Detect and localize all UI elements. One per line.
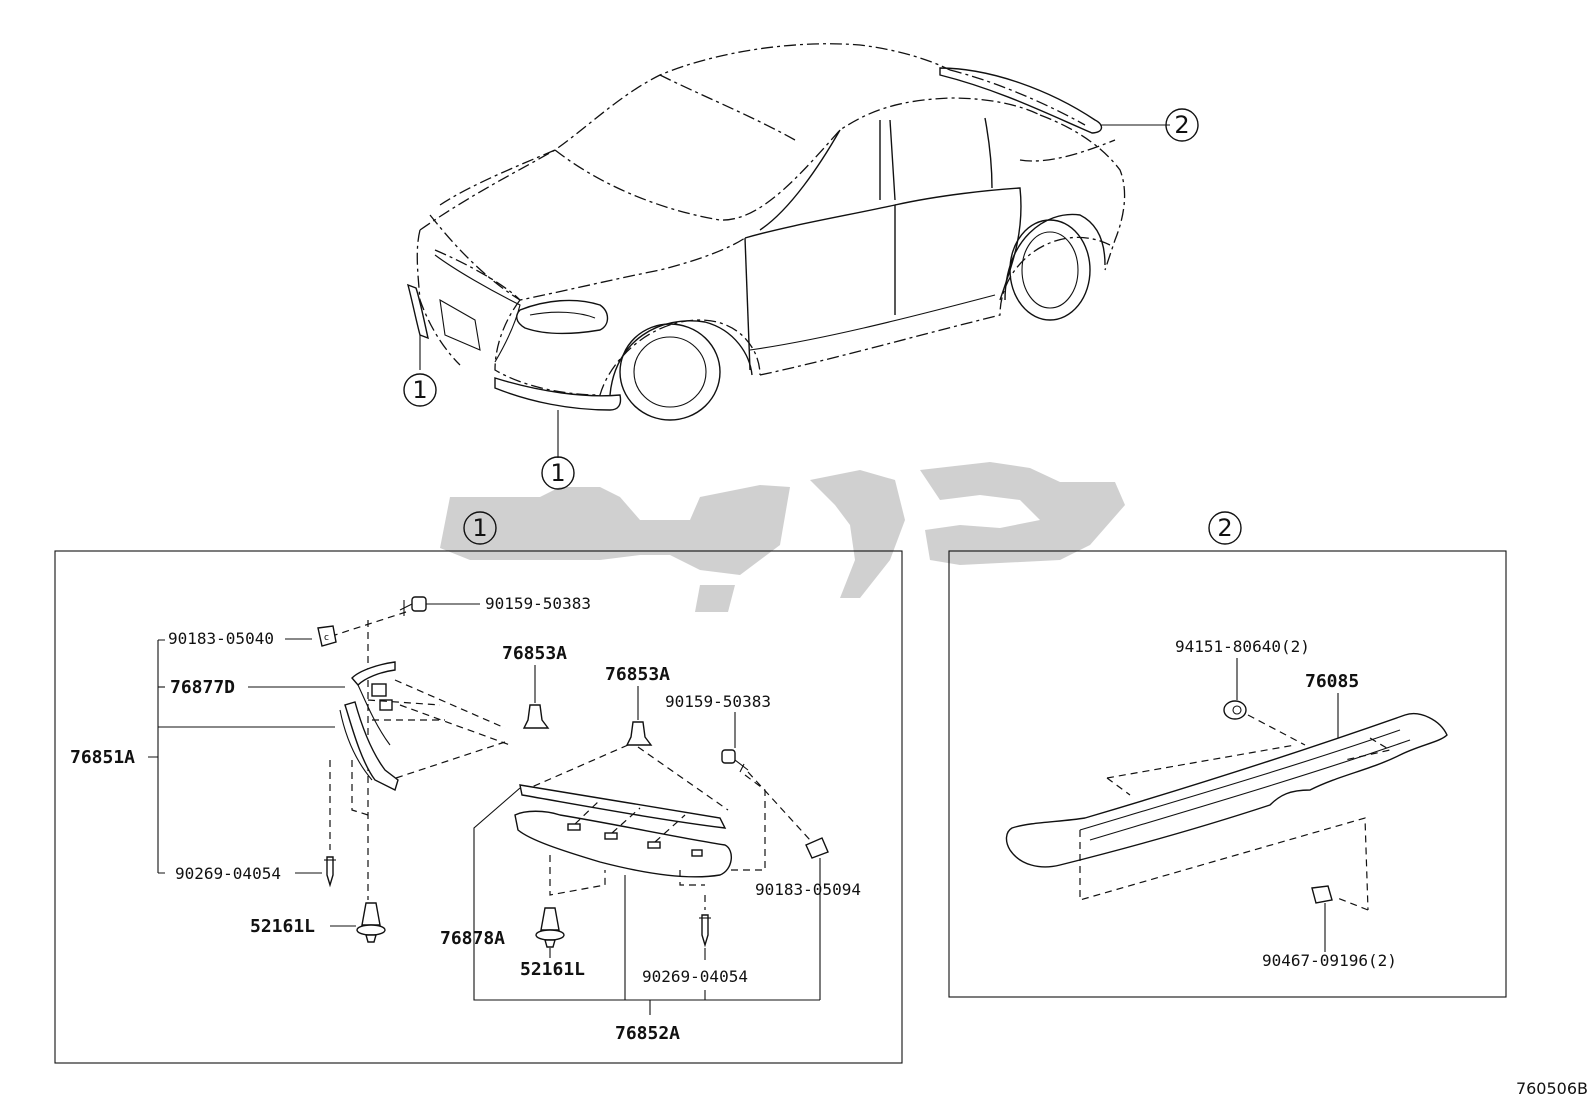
callout-top-front-bottom: 1 [541, 456, 575, 490]
label-52161l-left: 52161L [250, 916, 315, 937]
panel-2-frame [948, 550, 1507, 998]
label-76851a: 76851A [70, 747, 135, 768]
label-76878a: 76878A [440, 928, 505, 949]
label-90159-50383-right: 90159-50383 [665, 692, 771, 711]
diagram-code: 760506B [1516, 1079, 1588, 1098]
panel-2: 2 94151-80640(2) 76085 90467-09196(2) [948, 511, 1507, 998]
panel-1-frame [54, 550, 903, 1064]
car-overview [406, 43, 1170, 458]
bolt-icon [399, 596, 480, 616]
push-clip-icon [535, 907, 565, 948]
clip-nut-icon: c [317, 625, 337, 647]
watermark-logo [440, 462, 1125, 612]
label-90269-04054-left: 90269-04054 [175, 864, 281, 883]
clip-nut-icon [805, 837, 829, 859]
svg-text:2: 2 [1174, 111, 1189, 139]
svg-text:1: 1 [412, 376, 427, 404]
rear-spoiler [1005, 713, 1448, 868]
clip-icon [1311, 885, 1333, 904]
pin-icon [699, 914, 711, 948]
label-90183-05094: 90183-05094 [755, 880, 861, 899]
label-90269-04054-right: 90269-04054 [642, 967, 748, 986]
panel-1: 1 90159-50383 c 90183-05040 76851A 76877… [54, 511, 903, 1064]
label-76853a-1: 76853A [502, 643, 567, 664]
panel-1-callout: 1 [463, 511, 497, 545]
label-94151-80640: 94151-80640(2) [1175, 637, 1310, 656]
label-90183-05040: 90183-05040 [168, 629, 274, 648]
front-lip-spoiler [514, 784, 732, 878]
svg-text:1: 1 [472, 514, 487, 542]
svg-text:c: c [324, 633, 329, 643]
retainer-clip-icon [522, 704, 550, 729]
callout-top-front-left: 1 [403, 373, 437, 407]
callout-top-rear: 2 [1165, 108, 1199, 142]
svg-text:2: 2 [1217, 514, 1232, 542]
label-76853a-2: 76853A [605, 664, 670, 685]
push-clip-icon [356, 902, 386, 943]
label-76085: 76085 [1305, 671, 1359, 692]
retainer-clip-icon [625, 721, 653, 746]
svg-text:1: 1 [550, 459, 565, 487]
bolt-icon [721, 749, 749, 773]
label-76877d: 76877D [170, 677, 235, 698]
panel-2-callout: 2 [1208, 511, 1242, 545]
pin-icon [324, 856, 336, 888]
label-76852a: 76852A [615, 1023, 680, 1044]
corner-spoiler-left [339, 661, 399, 791]
label-52161l-right: 52161L [520, 959, 585, 980]
label-90159-50383-top: 90159-50383 [485, 594, 591, 613]
label-90467-09196: 90467-09196(2) [1262, 951, 1397, 970]
nut-icon [1223, 700, 1247, 720]
